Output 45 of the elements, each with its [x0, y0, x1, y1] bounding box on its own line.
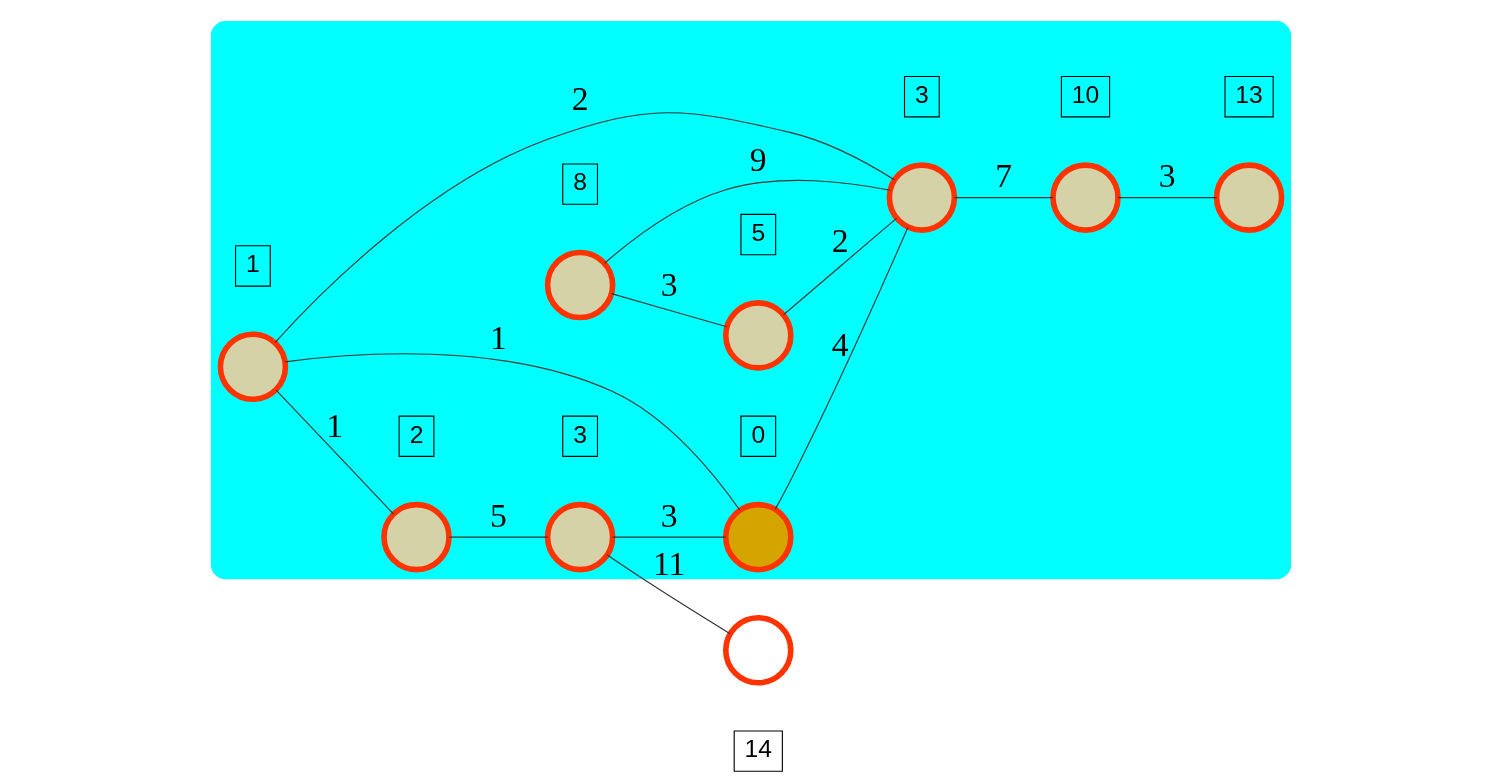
- edge-label: 9: [749, 140, 767, 178]
- node-label: 2: [409, 420, 423, 448]
- connector: [448, 536, 548, 538]
- node-label: 0: [750, 420, 765, 448]
- node-circle: [1049, 162, 1121, 233]
- edge-label: 3: [1158, 157, 1176, 195]
- node-label: 14: [744, 735, 772, 763]
- connector: [610, 293, 727, 328]
- connector: [606, 554, 731, 635]
- node-circle: [544, 501, 615, 573]
- connector: [284, 353, 740, 511]
- connector: [1117, 197, 1217, 199]
- node-circle: [544, 249, 615, 321]
- edge-label: 5: [489, 497, 507, 535]
- node-circle: [722, 300, 794, 371]
- edge-label: 7: [994, 157, 1012, 195]
- node-label: 3: [572, 420, 587, 448]
- node-circle: [886, 162, 957, 233]
- node-label: 8: [572, 168, 587, 196]
- node-label: 3: [914, 81, 929, 109]
- connector: [953, 197, 1053, 199]
- node-circle: [1213, 162, 1284, 233]
- edge-label: 2: [831, 222, 848, 260]
- edge-label: 11: [652, 545, 685, 583]
- node-label: 13: [1234, 81, 1263, 109]
- connector: [603, 179, 890, 264]
- connector: [611, 536, 726, 538]
- edge-label: 1: [325, 407, 343, 445]
- edge-label: 1: [489, 318, 507, 356]
- connector: [774, 226, 909, 510]
- edge-label: 3: [660, 497, 678, 535]
- node-circle: [380, 501, 452, 573]
- edge-label: 4: [831, 325, 848, 363]
- node-circle: [722, 501, 794, 573]
- edge-label: 3: [660, 266, 678, 304]
- connector: [782, 217, 897, 316]
- connector: [273, 112, 895, 344]
- connector: [275, 389, 394, 515]
- node-label: 1: [245, 250, 260, 278]
- node-circle: [722, 615, 794, 686]
- cluster: [210, 21, 1291, 580]
- node-label: 5: [750, 218, 765, 246]
- edge-label: 2: [571, 80, 589, 118]
- node-label: 10: [1071, 81, 1099, 109]
- node-circle: [217, 331, 288, 403]
